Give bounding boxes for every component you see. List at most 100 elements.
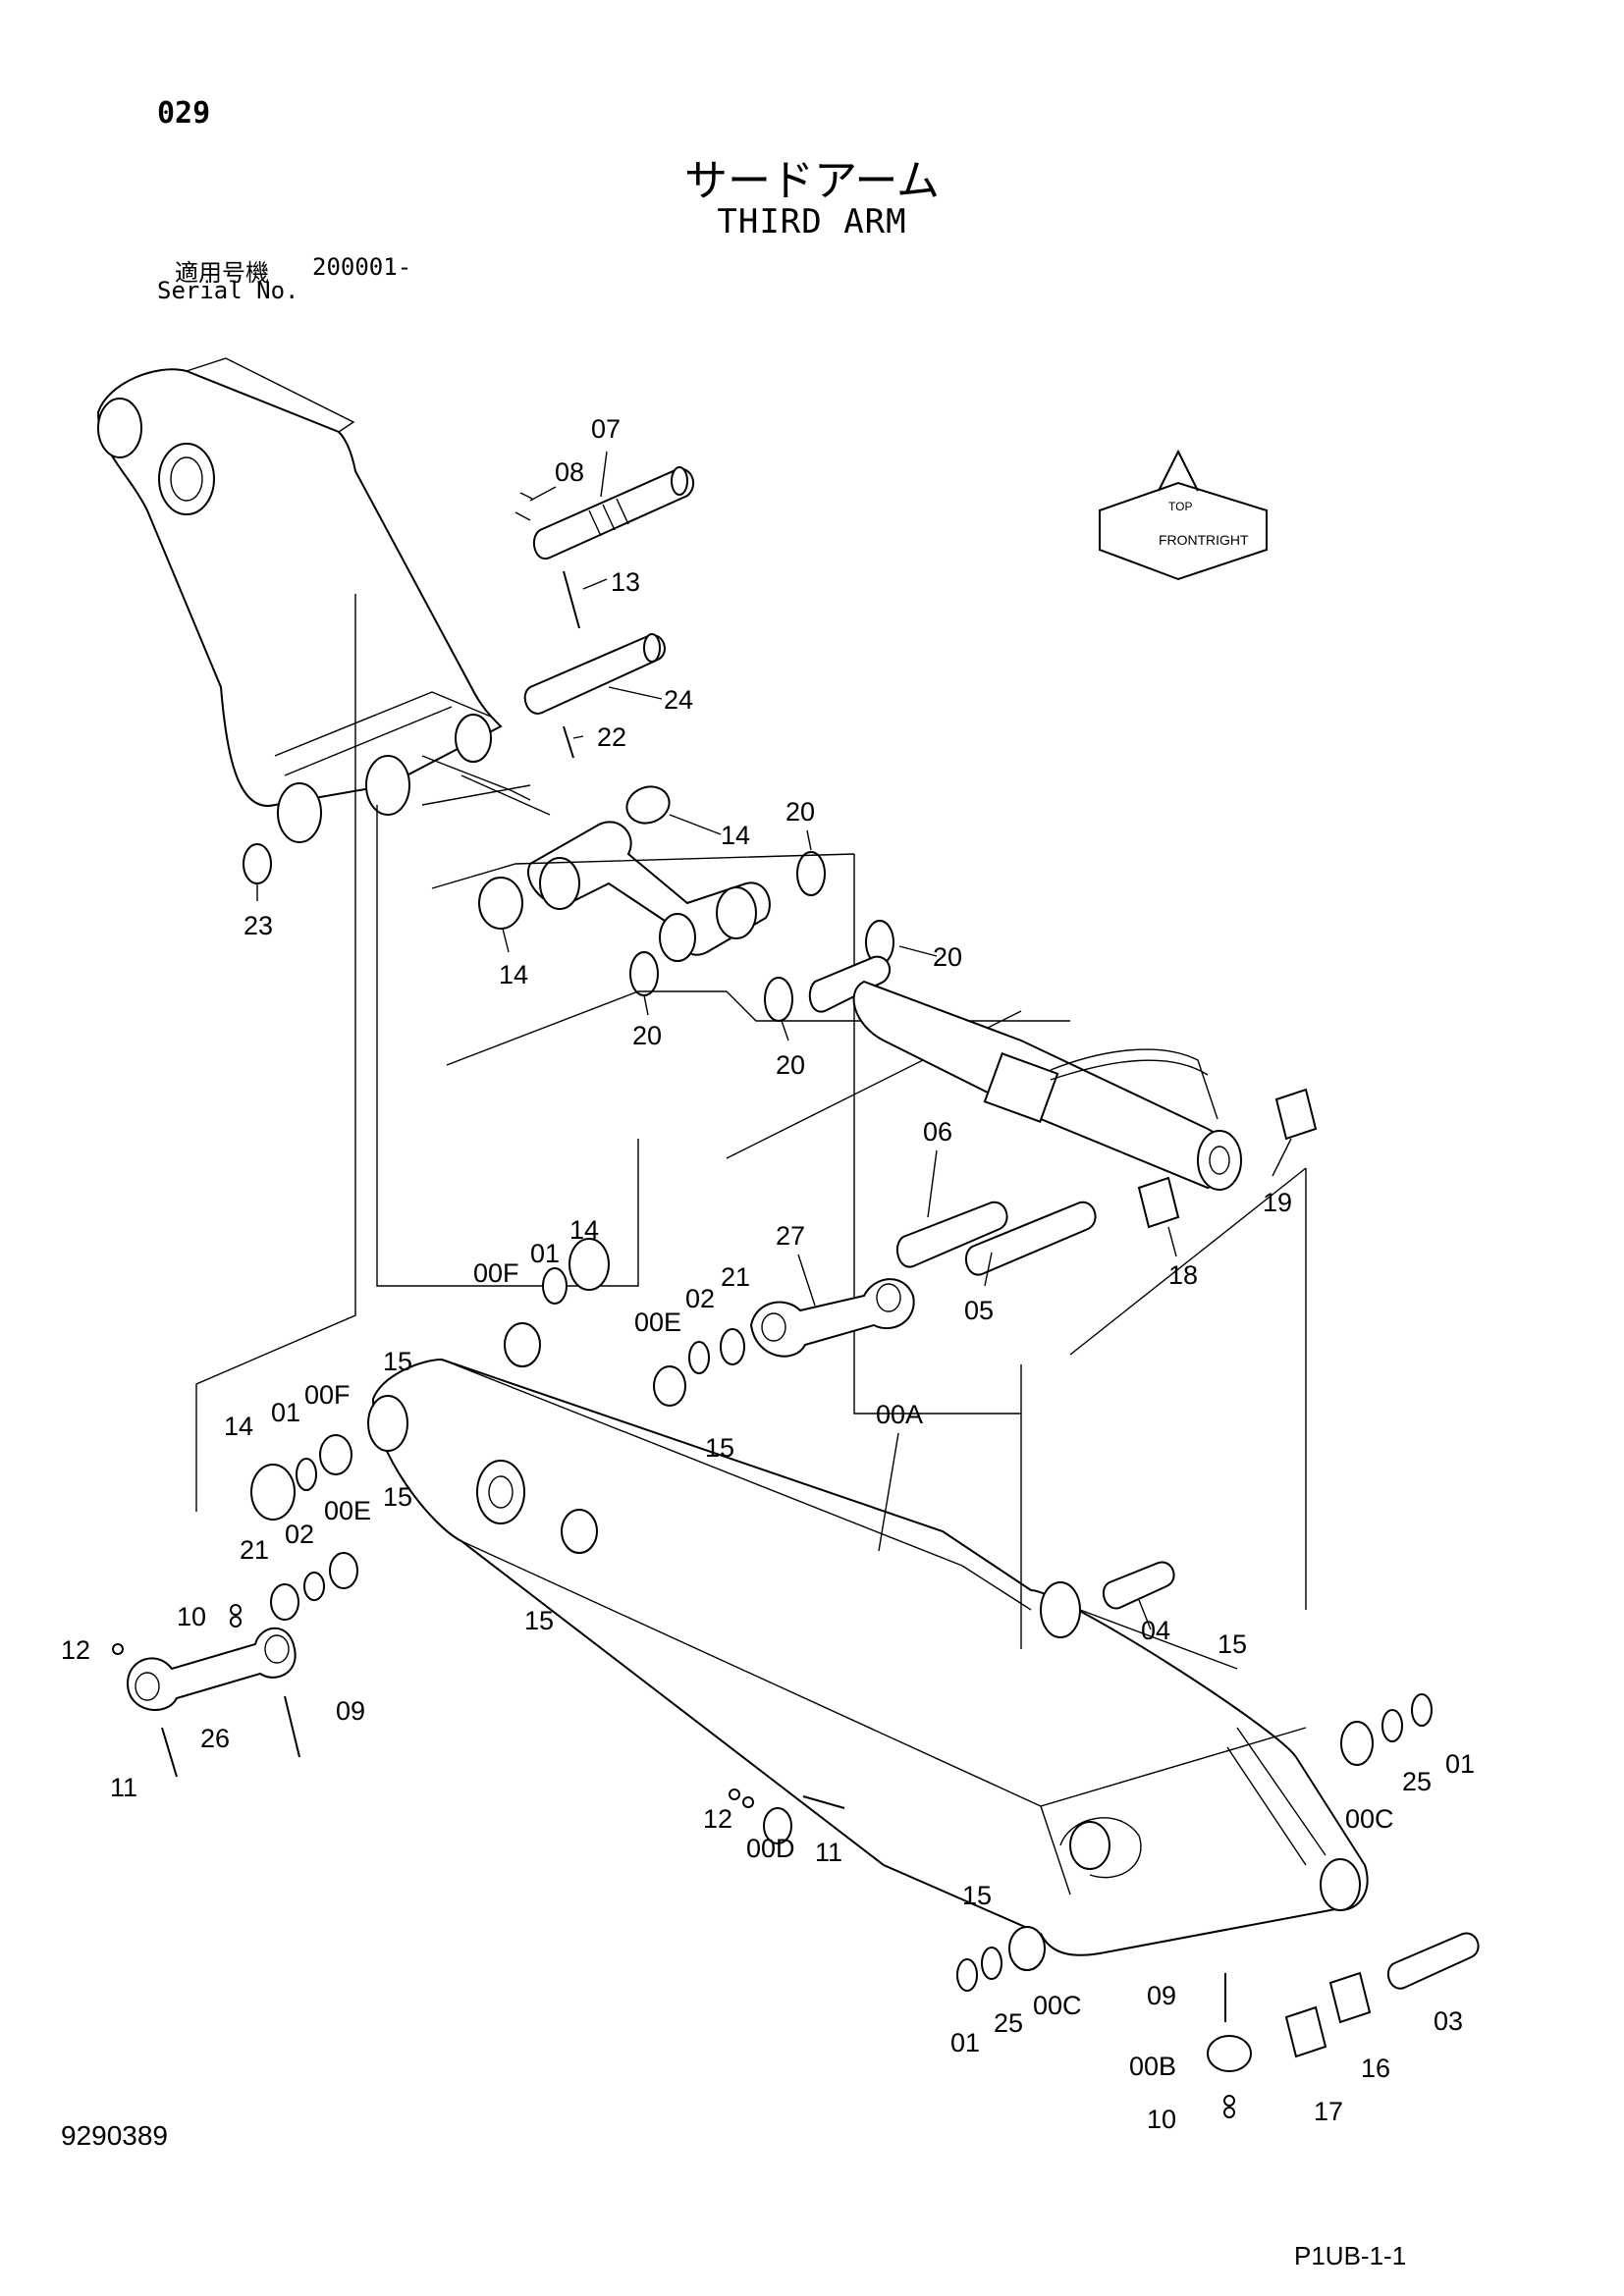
callout-label: 01 <box>1445 1749 1475 1779</box>
callout-label: 21 <box>240 1535 269 1565</box>
bushing-00D-drawing <box>763 1807 792 1844</box>
grease-08-drawing <box>514 511 531 521</box>
callout-label: 04 <box>1141 1616 1170 1645</box>
callout-label: 07 <box>591 414 621 444</box>
callout-label: 00B <box>1129 2052 1176 2081</box>
oring-14-drawing <box>568 1238 610 1291</box>
callout-label: 20 <box>776 1050 805 1080</box>
callout-label: 09 <box>336 1696 365 1726</box>
bushing-00E-drawing <box>653 1365 686 1407</box>
callout-leaders <box>256 451 1292 1630</box>
callout-label: 15 <box>524 1606 554 1635</box>
callout-label: 05 <box>964 1296 994 1325</box>
callout-label: 15 <box>383 1482 412 1512</box>
bolt-09-drawing <box>284 1695 300 1758</box>
pin-22-drawing <box>563 725 574 759</box>
upper-arm-drawing <box>96 357 551 843</box>
callout-label: 25 <box>1402 1767 1432 1796</box>
callout-label: 24 <box>664 685 693 715</box>
ring-02-drawing <box>688 1341 710 1374</box>
callout-label: 10 <box>1147 2105 1176 2134</box>
callout-labels: 07 08 13 24 22 14 20 23 14 20 20 20 20 0… <box>61 414 1475 2134</box>
link-27-drawing <box>749 1278 915 1358</box>
callout-label: 18 <box>1168 1260 1198 1290</box>
callout-label: 22 <box>597 722 626 752</box>
pin-07-drawing <box>532 466 695 561</box>
callout-label: 27 <box>776 1221 805 1251</box>
shim-20-drawing <box>764 977 793 1022</box>
callout-label: 06 <box>923 1117 952 1147</box>
pin-24-drawing <box>523 633 666 715</box>
washer-21-drawing <box>270 1583 299 1621</box>
plate-18-drawing <box>1137 1176 1180 1229</box>
callout-label: 02 <box>285 1520 314 1549</box>
callout-label: 11 <box>815 1838 842 1867</box>
nut-12-drawing <box>112 1643 124 1655</box>
bushing-00C-drawing <box>1008 1926 1046 1971</box>
callout-label: 11 <box>110 1773 137 1802</box>
serial-label-japanese: 適用号機 <box>175 259 269 287</box>
shim-20-drawing <box>796 851 826 896</box>
callout-label: 17 <box>1314 2097 1343 2126</box>
orientation-front-label: FRONT <box>1159 532 1207 548</box>
plate-19-drawing <box>1274 1088 1318 1141</box>
ring-25-drawing <box>981 1947 1002 1980</box>
oring-14-drawing <box>625 785 671 825</box>
plate-16-drawing <box>1328 1971 1372 2024</box>
callout-label: 12 <box>61 1635 90 1665</box>
callout-label: 15 <box>383 1347 412 1376</box>
orientation-right-label: RIGHT <box>1206 532 1249 548</box>
bushing-00E-drawing <box>329 1552 358 1589</box>
callout-label: 00C <box>1345 1804 1394 1834</box>
callout-label: 02 <box>685 1284 715 1313</box>
pin-03-drawing <box>1386 1932 1480 1990</box>
page-number: 029 <box>157 96 211 131</box>
callout-label: 09 <box>1147 1981 1176 2010</box>
callout-label: 00C <box>1033 1991 1082 2020</box>
callout-label: 15 <box>962 1881 992 1910</box>
callout-label: 20 <box>632 1021 662 1050</box>
callout-label: 03 <box>1434 2006 1463 2036</box>
pin-06-drawing <box>895 1201 1008 1268</box>
callout-label: 00E <box>634 1308 681 1337</box>
bushing-00F-drawing <box>319 1434 352 1475</box>
callout-label: 14 <box>569 1215 599 1245</box>
bolt-11-drawing <box>802 1795 845 1809</box>
callout-label: 23 <box>244 911 273 940</box>
bushing-00C-drawing <box>1340 1721 1374 1766</box>
callout-label: 00E <box>324 1496 371 1525</box>
callout-label: 00F <box>304 1380 351 1410</box>
assembly-guide-lines <box>195 594 1307 1649</box>
bushing-00F-drawing <box>504 1322 541 1367</box>
orientation-marker: FRONT RIGHT TOP <box>1099 449 1268 581</box>
ring-25-drawing <box>1381 1709 1403 1742</box>
serial-label-english: Serial No. <box>157 277 299 304</box>
title-japanese: サードアーム <box>683 156 941 206</box>
nut-12-drawing <box>729 1789 740 1800</box>
ring-02-drawing <box>303 1572 325 1601</box>
oring-14-drawing <box>250 1464 296 1521</box>
ring-01-drawing <box>542 1267 568 1305</box>
callout-label: 20 <box>785 797 815 827</box>
callout-label: 14 <box>224 1412 253 1441</box>
ring-01-drawing <box>1411 1693 1433 1727</box>
callout-label: 13 <box>611 567 640 597</box>
callout-label: 00F <box>473 1258 519 1288</box>
bushing-00B-drawing <box>1207 2035 1252 2072</box>
ring-23-drawing <box>243 843 272 884</box>
callout-label: 01 <box>271 1398 300 1427</box>
callout-label: 00D <box>746 1834 795 1863</box>
callout-label: 26 <box>200 1724 230 1753</box>
pin-04-drawing <box>1102 1561 1175 1610</box>
callout-label: 15 <box>705 1433 734 1463</box>
link-assembly-drawing <box>527 821 771 962</box>
callout-label: 14 <box>499 960 528 989</box>
callout-label: 10 <box>177 1602 206 1631</box>
callout-label: 01 <box>950 2028 980 2057</box>
pin-05-drawing <box>964 1201 1097 1276</box>
callout-label: 12 <box>703 1804 732 1834</box>
third-arm-body-drawing <box>367 1358 1369 1956</box>
callout-label: 25 <box>994 2008 1023 2038</box>
ring-01-drawing <box>296 1458 317 1491</box>
